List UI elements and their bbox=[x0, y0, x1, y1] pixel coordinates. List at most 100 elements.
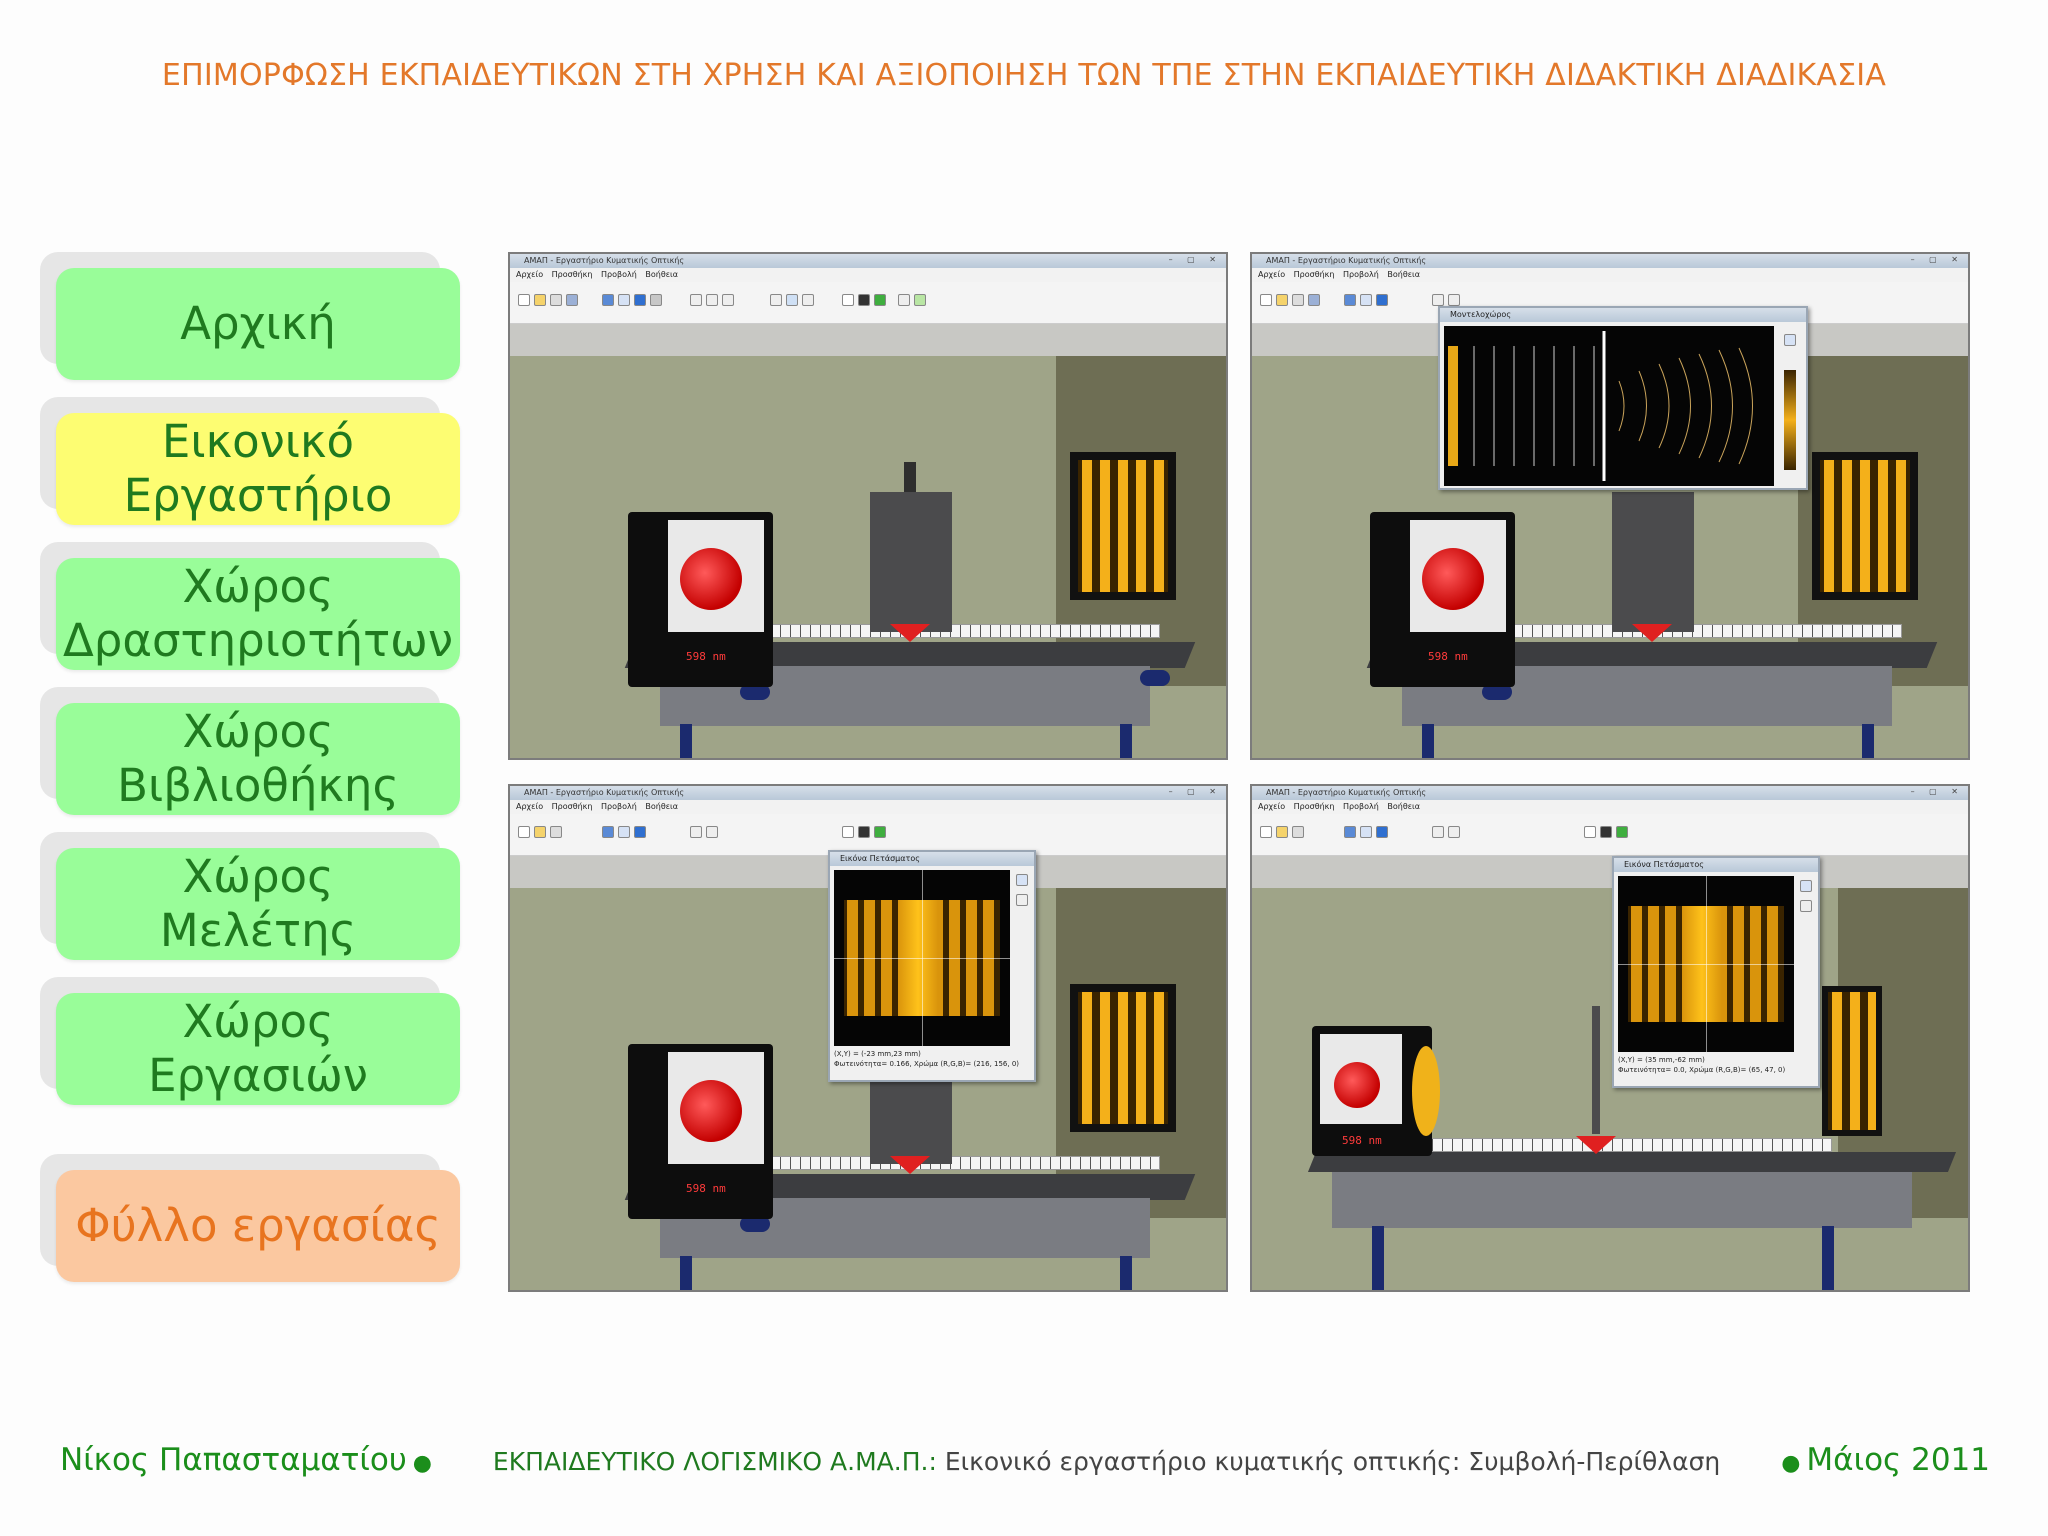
menu-file[interactable]: Αρχείο bbox=[516, 802, 544, 811]
slit-plate[interactable] bbox=[870, 492, 952, 632]
open-folder-icon[interactable] bbox=[534, 294, 546, 306]
slit-plate[interactable] bbox=[1612, 492, 1694, 632]
camera-icon[interactable] bbox=[618, 294, 630, 306]
eraser-icon[interactable] bbox=[914, 294, 926, 306]
print-icon[interactable] bbox=[1308, 294, 1320, 306]
zoom-fit-icon[interactable] bbox=[1432, 826, 1444, 838]
select-icon[interactable] bbox=[1584, 826, 1596, 838]
nav-assignments-label[interactable]: Χώρος Εργασιών bbox=[56, 993, 460, 1105]
screen-icon[interactable] bbox=[858, 294, 870, 306]
add-icon[interactable] bbox=[874, 826, 886, 838]
menu-help[interactable]: Βοήθεια bbox=[645, 270, 679, 279]
globe-icon[interactable] bbox=[1376, 294, 1388, 306]
pencil-icon[interactable] bbox=[898, 294, 910, 306]
settings-icon[interactable] bbox=[650, 294, 662, 306]
lab-3d-scene[interactable]: 598 nm bbox=[510, 324, 1226, 758]
menu-help[interactable]: Βοήθεια bbox=[1387, 270, 1421, 279]
app-menubar[interactable]: Αρχείο Προσθήκη Προβολή Βοήθεια bbox=[510, 268, 1226, 282]
zoom-in-icon[interactable] bbox=[706, 826, 718, 838]
laser-source[interactable]: 598 nm bbox=[628, 512, 773, 687]
open-folder-icon[interactable] bbox=[534, 826, 546, 838]
new-file-icon[interactable] bbox=[1260, 826, 1272, 838]
nav-worksheet-label[interactable]: Φύλλο εργασίας bbox=[56, 1170, 460, 1282]
screen-image-view[interactable] bbox=[1618, 876, 1794, 1052]
bench-knob[interactable] bbox=[1140, 670, 1170, 686]
open-folder-icon[interactable] bbox=[1276, 826, 1288, 838]
menu-add[interactable]: Προσθήκη bbox=[1293, 270, 1335, 279]
nav-home-button[interactable]: Αρχική bbox=[40, 252, 460, 380]
zoom-fit-icon[interactable] bbox=[690, 826, 702, 838]
nav-activities-button[interactable]: Χώρος Δραστηριοτήτων bbox=[40, 542, 460, 670]
window-controls-icon[interactable]: – ▢ ✕ bbox=[1910, 255, 1964, 264]
new-file-icon[interactable] bbox=[1260, 294, 1272, 306]
nav-assignments-button[interactable]: Χώρος Εργασιών bbox=[40, 977, 460, 1105]
observation-screen[interactable] bbox=[1070, 452, 1176, 600]
print-icon[interactable] bbox=[566, 294, 578, 306]
app-menubar[interactable]: Αρχείο Προσθήκη Προβολή Βοήθεια bbox=[1252, 268, 1968, 282]
menu-file[interactable]: Αρχείο bbox=[1258, 270, 1286, 279]
window-controls-icon[interactable]: – ▢ ✕ bbox=[1910, 787, 1964, 796]
nav-study-label[interactable]: Χώρος Μελέτης bbox=[56, 848, 460, 960]
rotate-right-icon[interactable] bbox=[802, 294, 814, 306]
menu-file[interactable]: Αρχείο bbox=[516, 270, 544, 279]
nav-virtual-lab-button[interactable]: Εικονικό Εργαστήριο bbox=[40, 397, 460, 525]
screen-icon[interactable] bbox=[1600, 826, 1612, 838]
camera-icon[interactable] bbox=[1784, 334, 1796, 346]
nav-home-label[interactable]: Αρχική bbox=[56, 268, 460, 380]
monitor-icon[interactable] bbox=[1344, 826, 1356, 838]
monitor-icon[interactable] bbox=[602, 294, 614, 306]
bench-knob[interactable] bbox=[740, 1216, 770, 1232]
new-file-icon[interactable] bbox=[518, 294, 530, 306]
laser-source[interactable]: 598 nm bbox=[628, 1044, 773, 1219]
select-icon[interactable] bbox=[842, 294, 854, 306]
add-icon[interactable] bbox=[1616, 826, 1628, 838]
new-file-icon[interactable] bbox=[518, 826, 530, 838]
screen-icon[interactable] bbox=[858, 826, 870, 838]
camera-icon[interactable] bbox=[1800, 880, 1812, 892]
menu-file[interactable]: Αρχείο bbox=[1258, 802, 1286, 811]
lab-3d-scene[interactable]: 598 nm bbox=[1252, 856, 1968, 1290]
menu-view[interactable]: Προβολή bbox=[601, 270, 637, 279]
save-icon[interactable] bbox=[1292, 826, 1304, 838]
position-marker-icon[interactable] bbox=[1576, 1136, 1616, 1154]
position-marker-icon[interactable] bbox=[890, 1156, 930, 1174]
menu-add[interactable]: Προσθήκη bbox=[1293, 802, 1335, 811]
save-icon[interactable] bbox=[550, 826, 562, 838]
nav-library-button[interactable]: Χώρος Βιβλιοθήκης bbox=[40, 687, 460, 815]
select-icon[interactable] bbox=[842, 826, 854, 838]
save-icon[interactable] bbox=[1292, 294, 1304, 306]
menu-add[interactable]: Προσθήκη bbox=[551, 270, 593, 279]
monitor-icon[interactable] bbox=[1344, 294, 1356, 306]
globe-icon[interactable] bbox=[634, 826, 646, 838]
model-space-window[interactable]: Μοντελοχώρος bbox=[1438, 306, 1808, 490]
nav-activities-label[interactable]: Χώρος Δραστηριοτήτων bbox=[56, 558, 460, 670]
laser-source[interactable]: 598 nm bbox=[1312, 1026, 1440, 1156]
zoom-in-icon[interactable] bbox=[1448, 294, 1460, 306]
app-menubar[interactable]: Αρχείο Προσθήκη Προβολή Βοήθεια bbox=[1252, 800, 1968, 814]
zoom-fit-icon[interactable] bbox=[1432, 294, 1444, 306]
position-marker-icon[interactable] bbox=[1632, 624, 1672, 642]
globe-icon[interactable] bbox=[1376, 826, 1388, 838]
zoom-in-icon[interactable] bbox=[706, 294, 718, 306]
menu-add[interactable]: Προσθήκη bbox=[551, 802, 593, 811]
camera-icon[interactable] bbox=[618, 826, 630, 838]
app-menubar[interactable]: Αρχείο Προσθήκη Προβολή Βοήθεια bbox=[510, 800, 1226, 814]
zoom-in-icon[interactable] bbox=[1448, 826, 1460, 838]
rotate-left-icon[interactable] bbox=[770, 294, 782, 306]
menu-view[interactable]: Προβολή bbox=[1343, 270, 1379, 279]
bench-knob[interactable] bbox=[740, 684, 770, 700]
camera-icon[interactable] bbox=[1360, 294, 1372, 306]
observation-screen[interactable] bbox=[1822, 986, 1882, 1136]
save-icon[interactable] bbox=[550, 294, 562, 306]
camera-icon[interactable] bbox=[1016, 874, 1028, 886]
screen-image-window[interactable]: Εικόνα Πετάσματος (X,Y) = (-23 mm,23 mm)… bbox=[828, 850, 1036, 1082]
nav-worksheet-button[interactable]: Φύλλο εργασίας bbox=[40, 1154, 460, 1282]
nav-virtual-lab-label[interactable]: Εικονικό Εργαστήριο bbox=[56, 413, 460, 525]
ruler-icon[interactable] bbox=[1016, 894, 1028, 906]
observation-screen[interactable] bbox=[1070, 984, 1176, 1132]
navigation-pad-icon[interactable] bbox=[786, 294, 798, 306]
menu-view[interactable]: Προβολή bbox=[1343, 802, 1379, 811]
ruler-icon[interactable] bbox=[1800, 900, 1812, 912]
screen-image-window[interactable]: Εικόνα Πετάσματος (X,Y) = (35 mm,-62 mm)… bbox=[1612, 856, 1820, 1088]
window-controls-icon[interactable]: – ▢ ✕ bbox=[1168, 255, 1222, 264]
